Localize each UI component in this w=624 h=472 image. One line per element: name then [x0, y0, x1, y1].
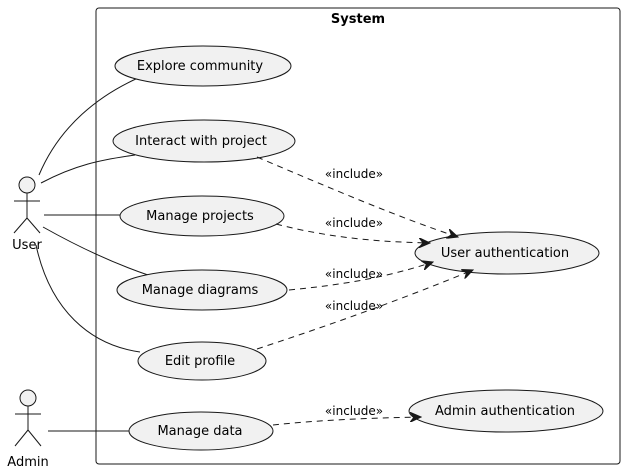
use-case-interact-with-project[interactable]: Interact with project — [112, 119, 296, 163]
include-arrow-edit-profile — [256, 270, 473, 350]
use-case-explore-community[interactable]: Explore community — [114, 45, 292, 87]
use-case-label: Explore community — [137, 59, 264, 74]
include-label: «include» — [325, 299, 383, 313]
include-arrow-manage-data — [272, 417, 421, 426]
system-title: System — [331, 12, 385, 27]
assoc-user-manage-diagrams — [42, 226, 149, 276]
user-actor-icon — [13, 176, 41, 234]
associations — [35, 77, 149, 432]
admin-actor-icon — [14, 389, 42, 447]
assoc-user-edit-profile — [35, 244, 141, 353]
use-case-manage-diagrams[interactable]: Manage diagrams — [116, 269, 288, 311]
use-case-label: Interact with project — [135, 134, 267, 149]
use-case-label: Manage data — [157, 424, 242, 439]
include-arrow-manage-projects — [275, 223, 430, 243]
include-label: «include» — [325, 216, 383, 230]
use-case-label: Manage diagrams — [142, 283, 259, 298]
use-case-label: Manage projects — [146, 209, 254, 224]
use-case-label: User authentication — [441, 246, 569, 261]
include-arrow-interact — [256, 156, 458, 237]
actor-admin-label: Admin — [7, 455, 48, 470]
include-label: «include» — [325, 404, 383, 418]
use-case-label: Admin authentication — [435, 404, 575, 419]
use-case-admin-authentication[interactable]: Admin authentication — [408, 389, 604, 433]
assoc-user-explore — [38, 77, 139, 176]
assoc-user-interact — [40, 154, 136, 184]
include-relations: «include» «include» «include» «include» … — [256, 156, 473, 426]
use-case-edit-profile[interactable]: Edit profile — [137, 341, 267, 381]
use-case-manage-data[interactable]: Manage data — [128, 411, 274, 451]
actor-admin[interactable]: Admin — [7, 389, 49, 470]
include-label: «include» — [325, 267, 383, 281]
use-case-manage-projects[interactable]: Manage projects — [119, 195, 285, 237]
actor-user[interactable]: User — [12, 176, 42, 253]
use-case-label: Edit profile — [165, 354, 235, 369]
actor-user-label: User — [12, 238, 42, 253]
use-case-user-authentication[interactable]: User authentication — [414, 231, 600, 275]
include-label: «include» — [325, 167, 383, 181]
